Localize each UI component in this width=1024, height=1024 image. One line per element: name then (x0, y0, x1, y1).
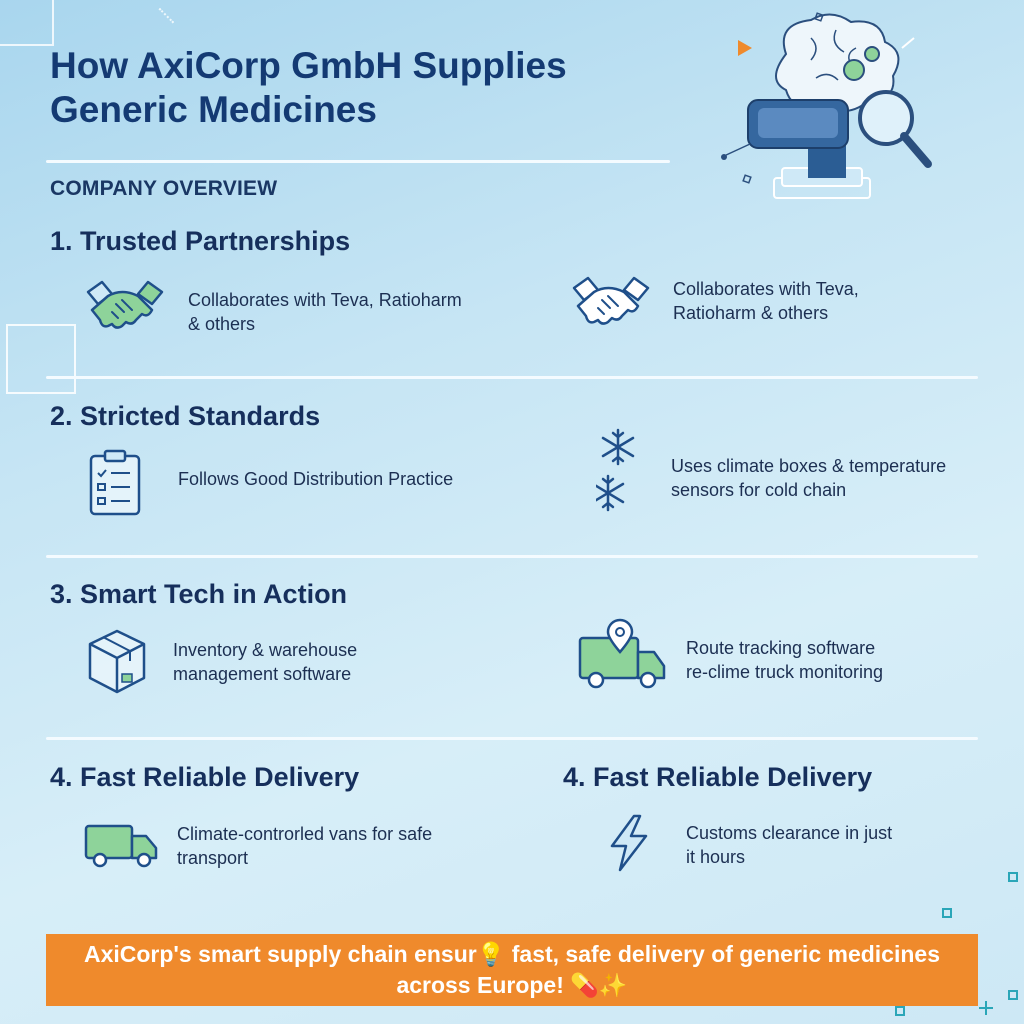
standards-text-left: Follows Good Distribution Practice (178, 469, 454, 489)
page-title: How AxiCorp GmbH Supplies Generic Medici… (50, 44, 650, 132)
section-divider-2 (46, 555, 978, 558)
brain-vr-illustration (716, 8, 948, 204)
deco-square-left (6, 324, 76, 394)
section-title-delivery-left: 4. Fast Reliable Delivery (50, 762, 360, 792)
box-icon (86, 628, 148, 696)
section-title-smart-tech: 3. Smart Tech in Action (50, 579, 348, 609)
snowflake-icon (596, 428, 640, 520)
banner-line-1: AxiCorp's smart supply chain ensur💡 fast… (83, 941, 940, 967)
smart-tech-text-left: Inventory & warehouse management softwar… (173, 640, 358, 684)
section-divider-1 (46, 376, 978, 379)
section-title-standards: 2. Stricted Standards (50, 401, 321, 431)
section-title-delivery-right: 4. Fast Reliable Delivery (563, 762, 873, 792)
section-divider-3 (46, 737, 978, 740)
summary-banner: AxiCorp's smart supply chain ensur💡 fast… (46, 934, 978, 1006)
deco-square-small (942, 908, 952, 918)
van-icon (84, 822, 160, 870)
partnership-text-left: Collaborates with Teva, Ratioharm & othe… (188, 290, 462, 334)
truck-location-icon (578, 618, 668, 692)
smart-tech-text-right: Route tracking software re-clime truck m… (686, 638, 884, 682)
title-line-2: Generic Medicines (50, 89, 377, 130)
section-title-partnerships: 1. Trusted Partnerships (50, 226, 351, 256)
banner-line-2: across Europe! 💊✨ (396, 972, 628, 998)
checklist-icon (88, 448, 142, 518)
lightning-icon (608, 814, 652, 872)
deco-square-small (1008, 872, 1018, 882)
title-line-1: How AxiCorp GmbH Supplies (50, 45, 567, 86)
deco-square-small (1008, 990, 1018, 1000)
company-overview-label: COMPANY OVERVIEW (50, 177, 278, 200)
title-divider (46, 160, 670, 163)
partnership-text-right: Collaborates with Teva, Ratioharm & othe… (673, 279, 859, 323)
deco-corner-line (0, 44, 52, 46)
deco-corner-vline (52, 0, 54, 46)
delivery-text-left: Climate-controrled vans for safe transpo… (177, 824, 433, 868)
handshake-icon (570, 274, 652, 334)
standards-text-right: Uses climate boxes & temperature sensors… (671, 456, 947, 500)
deco-plus-icon (978, 1000, 994, 1016)
deco-square-small (895, 1006, 905, 1016)
deco-dots (145, 7, 175, 37)
delivery-text-right: Customs clearance in just it hours (686, 823, 893, 867)
handshake-icon (84, 278, 166, 338)
